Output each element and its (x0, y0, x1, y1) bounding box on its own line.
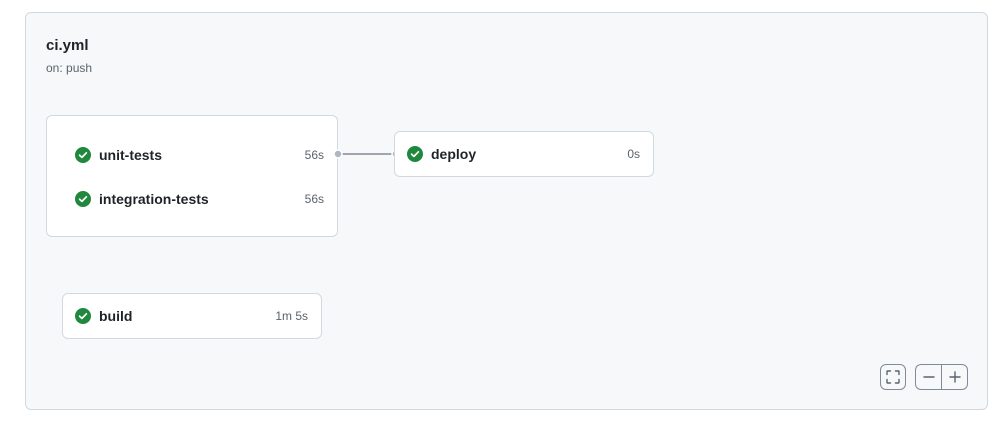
job-name: unit-tests (99, 147, 162, 163)
job-name: build (99, 308, 133, 324)
workflow-title[interactable]: ci.yml (46, 37, 89, 54)
workflow-graph-panel: ci.yml on: push unit-tests 56s integrati… (25, 12, 988, 410)
zoom-divider (941, 364, 942, 390)
workflow-trigger: on: push (46, 61, 93, 75)
job-build[interactable]: build 1m 5s (63, 302, 321, 330)
job-duration: 1m 5s (275, 309, 308, 323)
check-circle-fill-icon (407, 146, 423, 162)
job-duration: 56s (304, 148, 324, 162)
check-circle-fill-icon (75, 147, 91, 163)
job-name: deploy (431, 146, 477, 162)
plus-icon (948, 371, 961, 383)
check-circle-fill-icon (75, 308, 91, 324)
job-connector (333, 149, 401, 159)
job-unit-tests[interactable]: unit-tests 56s (47, 141, 337, 169)
job-group-deploy: deploy 0s (394, 131, 654, 177)
expand-corners-icon (886, 370, 900, 384)
check-circle-fill-icon (75, 191, 91, 207)
job-group-tests: unit-tests 56s integration-tests 56s (46, 115, 338, 237)
zoom-controls (915, 364, 968, 390)
job-group-build: build 1m 5s (62, 293, 322, 339)
job-name: integration-tests (99, 191, 209, 207)
job-deploy[interactable]: deploy 0s (395, 140, 653, 168)
fullscreen-button[interactable] (880, 364, 906, 390)
job-integration-tests[interactable]: integration-tests 56s (47, 185, 337, 213)
zoom-in-button[interactable] (942, 364, 968, 390)
job-duration: 56s (304, 192, 324, 206)
zoom-out-button[interactable] (915, 364, 941, 390)
minus-icon (922, 376, 935, 378)
job-duration: 0s (627, 147, 640, 161)
